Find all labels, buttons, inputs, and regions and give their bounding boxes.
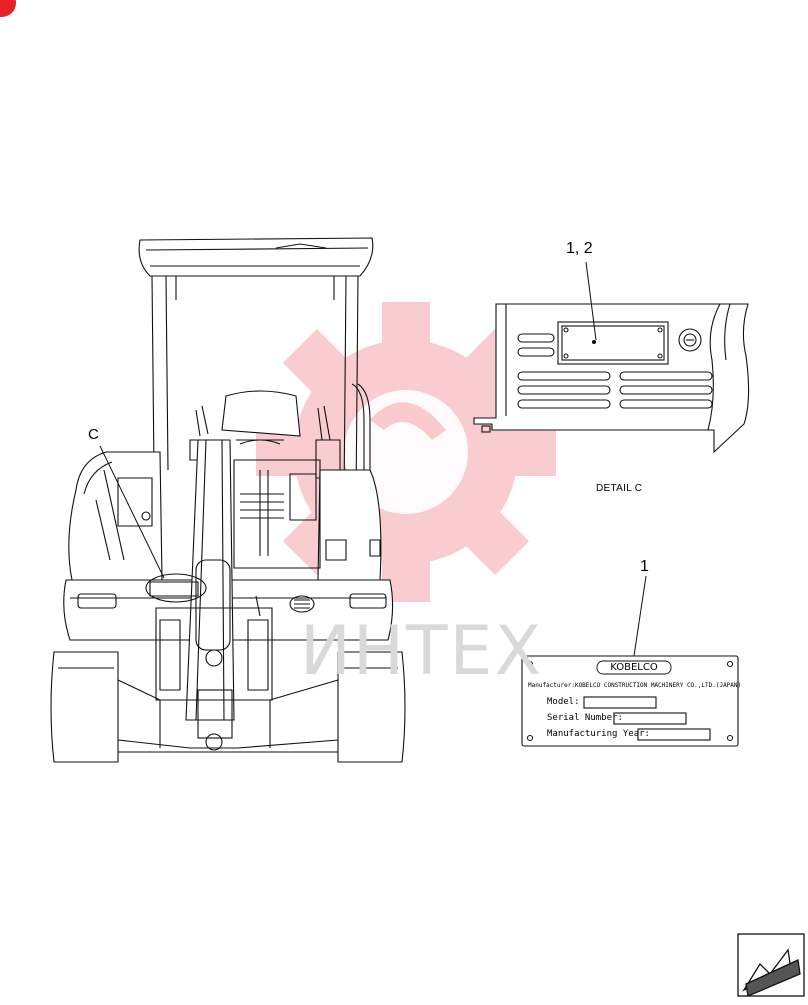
- detail-c-caption: DETAIL C: [596, 483, 643, 494]
- nameplate-model-label: Model:: [547, 697, 580, 707]
- corner-badge-icon: [0, 0, 16, 17]
- detail-c-panel: [473, 261, 750, 454]
- excavator-rear-view: [50, 237, 406, 763]
- nameplate-drawing: [521, 575, 739, 747]
- nameplate-brand: KOBELCO: [610, 662, 658, 673]
- detail-c-callout: C: [88, 426, 99, 443]
- part-1-callout: 1: [640, 558, 649, 575]
- watermark-text: ИНТЕХ: [300, 612, 544, 691]
- part-1-2-callout: 1, 2: [566, 240, 593, 257]
- watermark-wrench-icon: [370, 402, 446, 440]
- nameplate-manufacturer: Manufacturer:KOBELCO CONSTRUCTION MACHIN…: [528, 682, 742, 689]
- nameplate-year-label: Manufacturing Year:: [547, 729, 650, 739]
- next-page-arrow-icon[interactable]: [737, 933, 805, 997]
- nameplate-serial-label: Serial Number:: [547, 713, 623, 723]
